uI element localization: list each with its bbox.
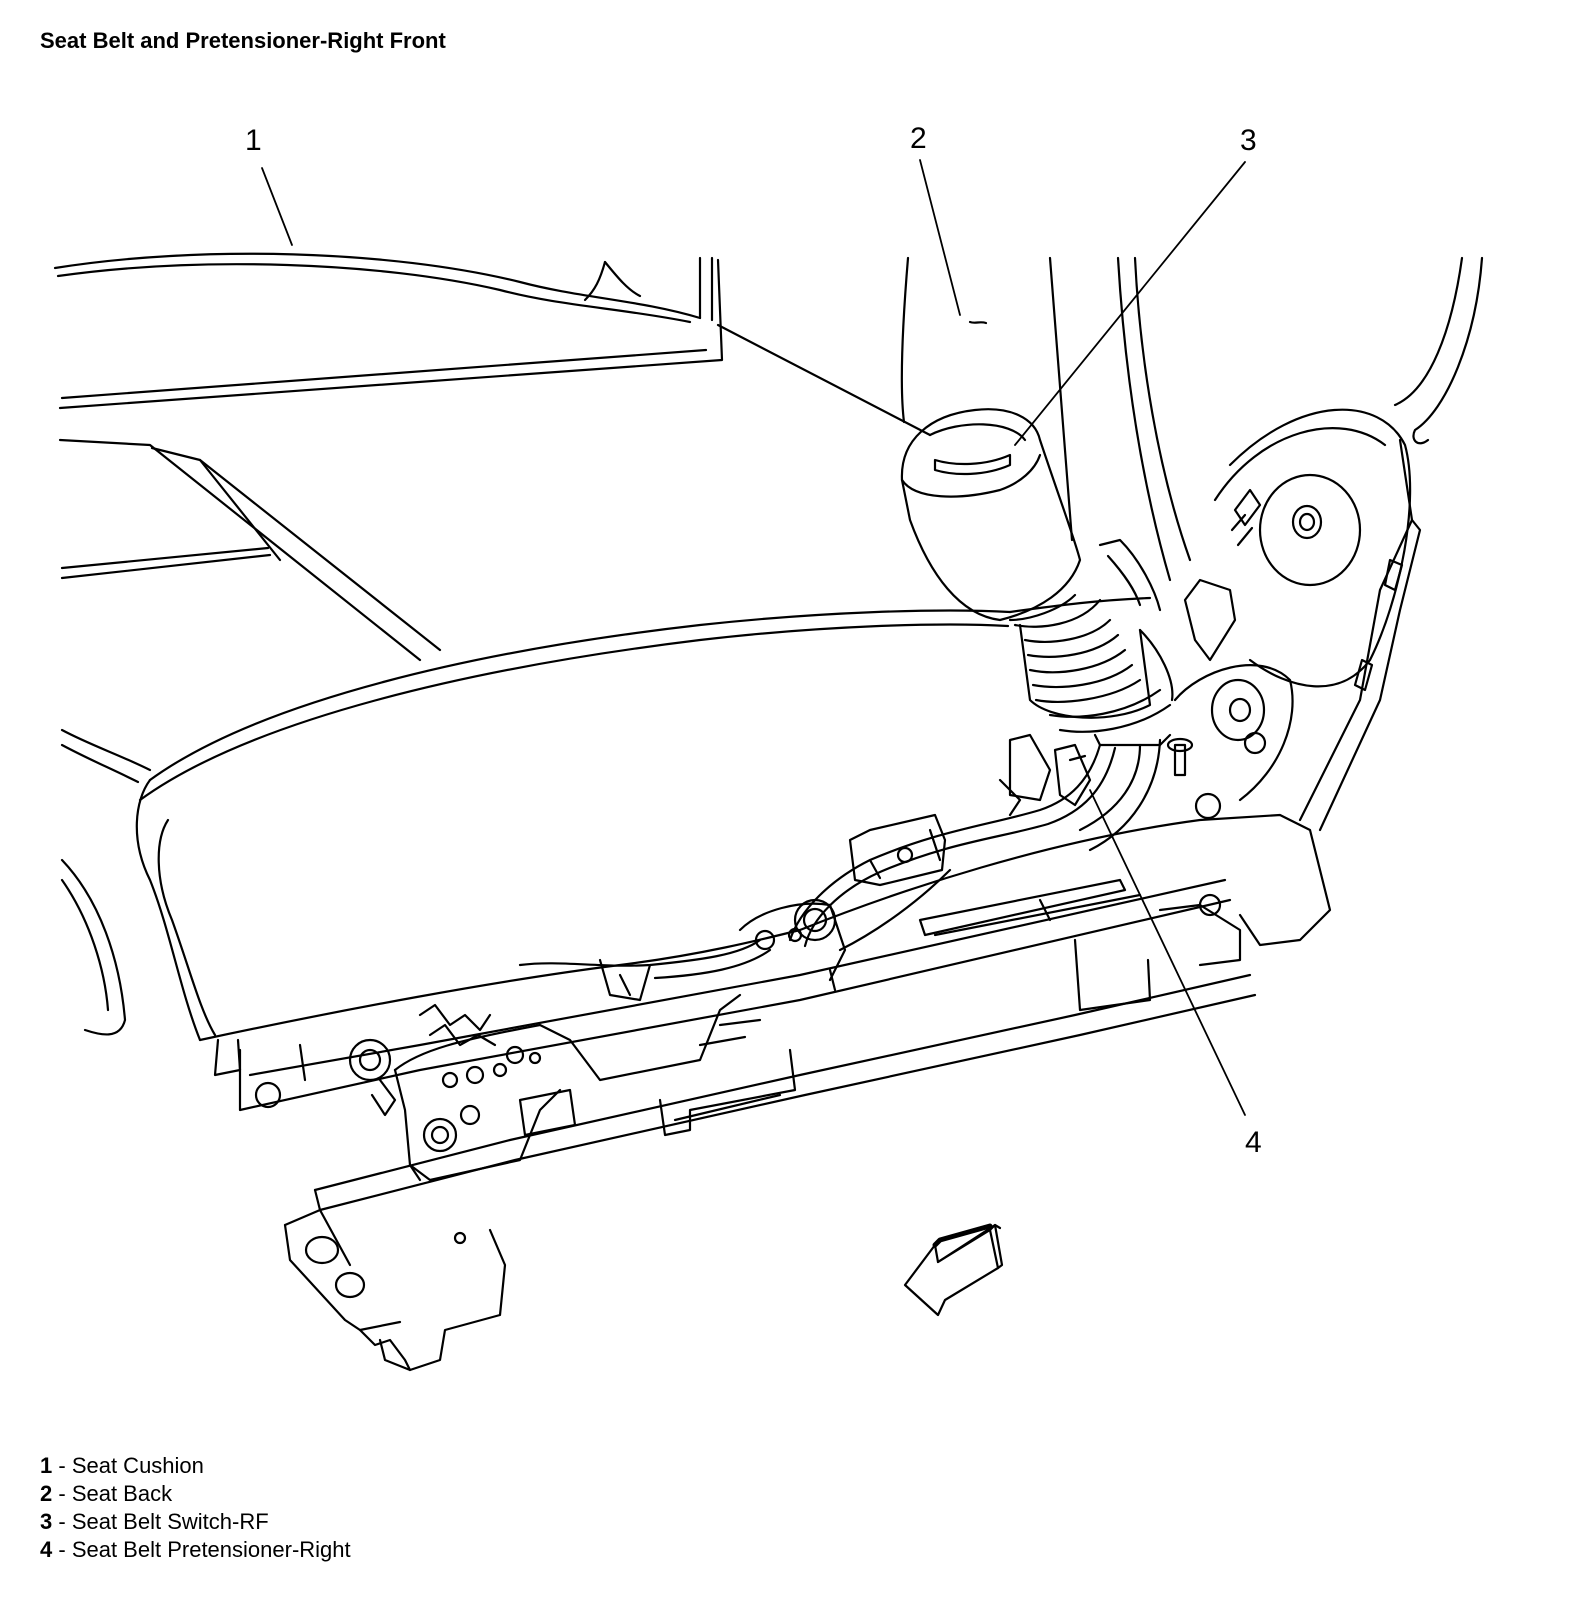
legend-separator: - [52,1537,72,1562]
seat-belt-buckle [900,408,1174,747]
callout-3: 3 [1240,124,1257,157]
seat-cushion [53,252,1152,1077]
legend-number: 1 [40,1453,53,1478]
callout-numbers: 1 2 3 4 [245,122,1262,1159]
forward-arrow [903,1223,1004,1317]
legend-item: 3 - Seat Belt Switch-RF [40,1508,351,1536]
legend-item: 4 - Seat Belt Pretensioner-Right [40,1536,351,1564]
page-title: Seat Belt and Pretensioner-Right Front [40,28,446,53]
callout-legend: 1 - Seat Cushion 2 - Seat Back 3 - Seat … [40,1452,351,1564]
leader-lines [261,159,1246,1116]
legend-item: 1 - Seat Cushion [40,1452,351,1480]
callout-2: 2 [910,122,927,155]
legend-number: 3 [40,1509,53,1534]
callout-1: 1 [245,124,262,157]
legend-separator: - [52,1509,72,1534]
legend-label: Seat Cushion [71,1453,204,1478]
seat-back [900,256,1484,582]
legend-item: 2 - Seat Back [40,1480,351,1508]
center-bracket [598,813,947,1002]
legend-label: Seat Belt Switch-RF [71,1509,269,1534]
seat-belt-illustration: 1 2 3 4 [53,122,1484,1372]
legend-label: Seat Belt Pretensioner-Right [71,1537,351,1562]
legend-number: 4 [40,1537,53,1562]
recliner-mechanism [1098,408,1422,832]
adjuster-bracket [348,993,762,1182]
legend-number: 2 [40,1481,53,1506]
callout-4: 4 [1245,1126,1262,1159]
legend-separator: - [52,1481,72,1506]
seat-track [238,813,1332,1372]
legend-label: Seat Back [71,1481,173,1506]
wiring-harness [518,733,1162,980]
legend-separator: - [52,1453,72,1478]
